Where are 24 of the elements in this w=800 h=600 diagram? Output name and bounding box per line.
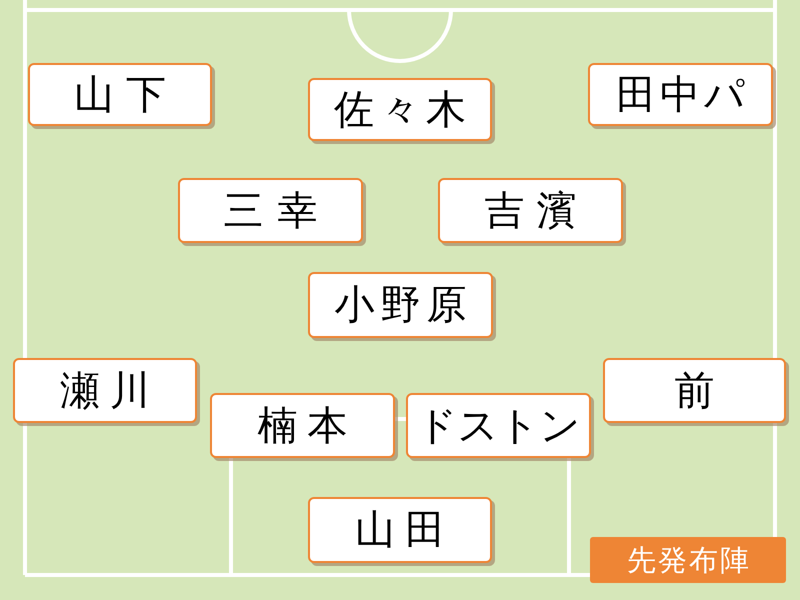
name-card: [588, 63, 773, 126]
player-name: 前: [674, 370, 714, 410]
name-card: [210, 393, 395, 458]
name-card: [178, 178, 363, 243]
name-card: [406, 393, 591, 458]
player-name: 吉濱: [484, 190, 588, 230]
player-name: 佐々木: [333, 90, 472, 130]
name-card: [308, 497, 492, 563]
player-name: 田中パ: [615, 74, 749, 114]
name-card: [438, 178, 623, 243]
name-card: [13, 358, 197, 423]
name-card: [603, 358, 786, 423]
player-name: 瀬川: [59, 370, 160, 410]
name-card: [308, 78, 492, 141]
player-name: 楠本: [256, 406, 358, 446]
title-banner: [590, 537, 786, 583]
player-name: 山田: [354, 510, 455, 550]
player-name: 山下: [73, 74, 178, 114]
player-name: 三幸: [222, 190, 332, 230]
banner-text: 先発布陣: [626, 546, 751, 574]
player-name: 小野原: [334, 285, 472, 325]
name-card: [28, 63, 212, 126]
player-name: ドストン: [416, 406, 580, 446]
name-card: [308, 272, 493, 338]
